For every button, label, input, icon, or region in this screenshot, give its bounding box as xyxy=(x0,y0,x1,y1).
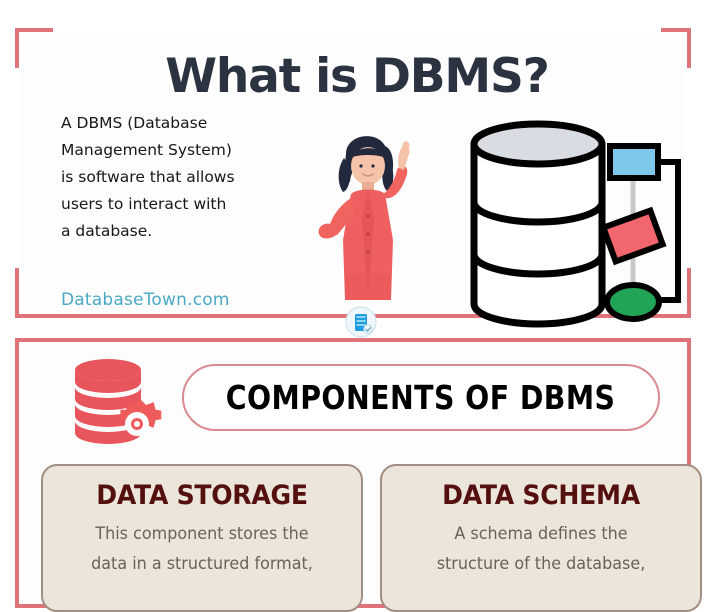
intro-line: is software that allows xyxy=(61,168,235,186)
component-card-body: This component stores the data in a stru… xyxy=(69,519,334,579)
database-badge-icon xyxy=(345,306,377,338)
component-card-title: DATA STORAGE xyxy=(96,480,308,511)
intro-line: A DBMS (Database xyxy=(61,114,208,132)
components-of-dbms-panel: COMPONENTS OF DBMS DATA STORAGE This com… xyxy=(15,338,702,612)
frame-mask-top-right xyxy=(685,68,691,268)
page-title: What is DBMS? xyxy=(165,49,550,105)
component-card-body-line: structure of the database, xyxy=(436,554,646,574)
databasetown-link[interactable]: DatabaseTown.com xyxy=(61,290,230,310)
component-card-title: DATA SCHEMA xyxy=(442,480,640,511)
component-card-body-line: This component stores the xyxy=(95,524,309,544)
intro-line: Management System) xyxy=(61,141,232,159)
components-banner: COMPONENTS OF DBMS xyxy=(182,364,660,431)
component-card-data-schema[interactable]: DATA SCHEMA A schema defines the structu… xyxy=(380,464,702,612)
intro-paragraph: A DBMS (Database Management System) is s… xyxy=(61,110,293,245)
woman-pointing-illustration xyxy=(318,136,410,300)
component-card-body-line: A schema defines the xyxy=(454,524,628,544)
what-is-dbms-panel: What is DBMS? A DBMS (Database Managemen… xyxy=(15,28,691,338)
intro-line: a database. xyxy=(61,222,153,240)
intro-line: users to interact with xyxy=(61,195,227,213)
components-banner-label: COMPONENTS OF DBMS xyxy=(226,378,616,417)
component-card-body: A schema defines the structure of the da… xyxy=(408,519,673,579)
component-card-data-storage[interactable]: DATA STORAGE This component stores the d… xyxy=(41,464,363,612)
frame-mask-top-left xyxy=(15,68,21,268)
component-card-body-line: data in a structured format, xyxy=(91,554,313,574)
database-stack-gear-icon xyxy=(75,359,162,444)
database-cylinder-er-diagram xyxy=(470,120,681,328)
frame-mask-top-edge xyxy=(53,28,661,34)
